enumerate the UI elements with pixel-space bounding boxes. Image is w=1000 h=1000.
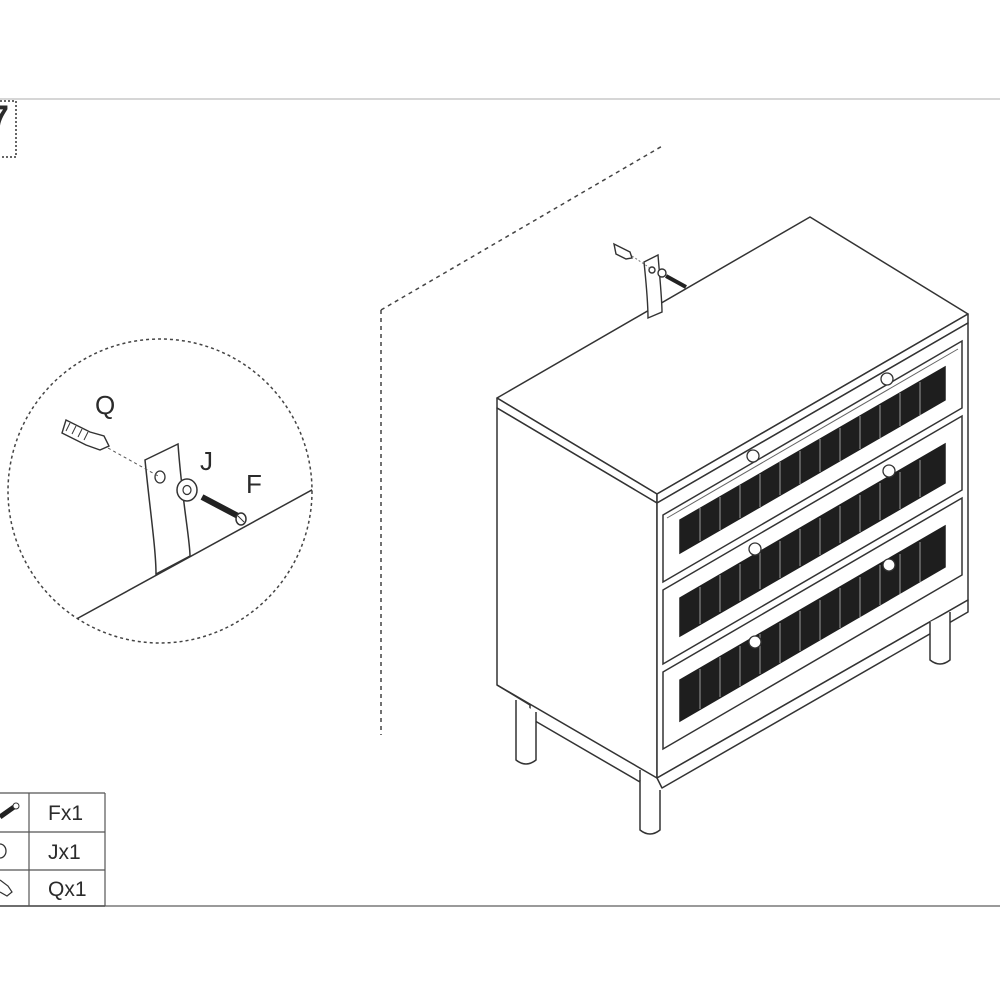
label-j: J [200,446,213,476]
label-q: Q [95,390,115,420]
wall-plug-part [61,419,110,451]
step-number: 7 [0,99,9,137]
parts-row-plug: Qx1 [0,878,87,901]
step-number-box: 7 [0,99,17,158]
wall-outline [380,144,665,735]
label-f: F [246,469,262,499]
drawer-knobs [746,372,896,649]
wall-plug-icon [0,879,13,897]
parts-label-qx1: Qx1 [48,878,87,901]
detail-callout: Q J F [7,338,313,644]
washer-icon [0,843,7,859]
parts-table: Fx1 Jx1 Qx1 [0,792,106,907]
drawer-2 [662,414,963,666]
parts-label-fx1: Fx1 [48,802,83,825]
screw-icon [0,802,20,820]
page-frame [0,98,1000,907]
parts-row-washer: Jx1 [0,841,81,864]
legs [515,612,951,835]
parts-row-screw: Fx1 [0,802,83,825]
washer-part [176,478,198,502]
drawer-1 [662,339,963,584]
wall-bracket [613,242,687,320]
parts-label-jx1: Jx1 [48,841,81,864]
drawers [662,339,963,751]
screw-part [200,494,247,526]
